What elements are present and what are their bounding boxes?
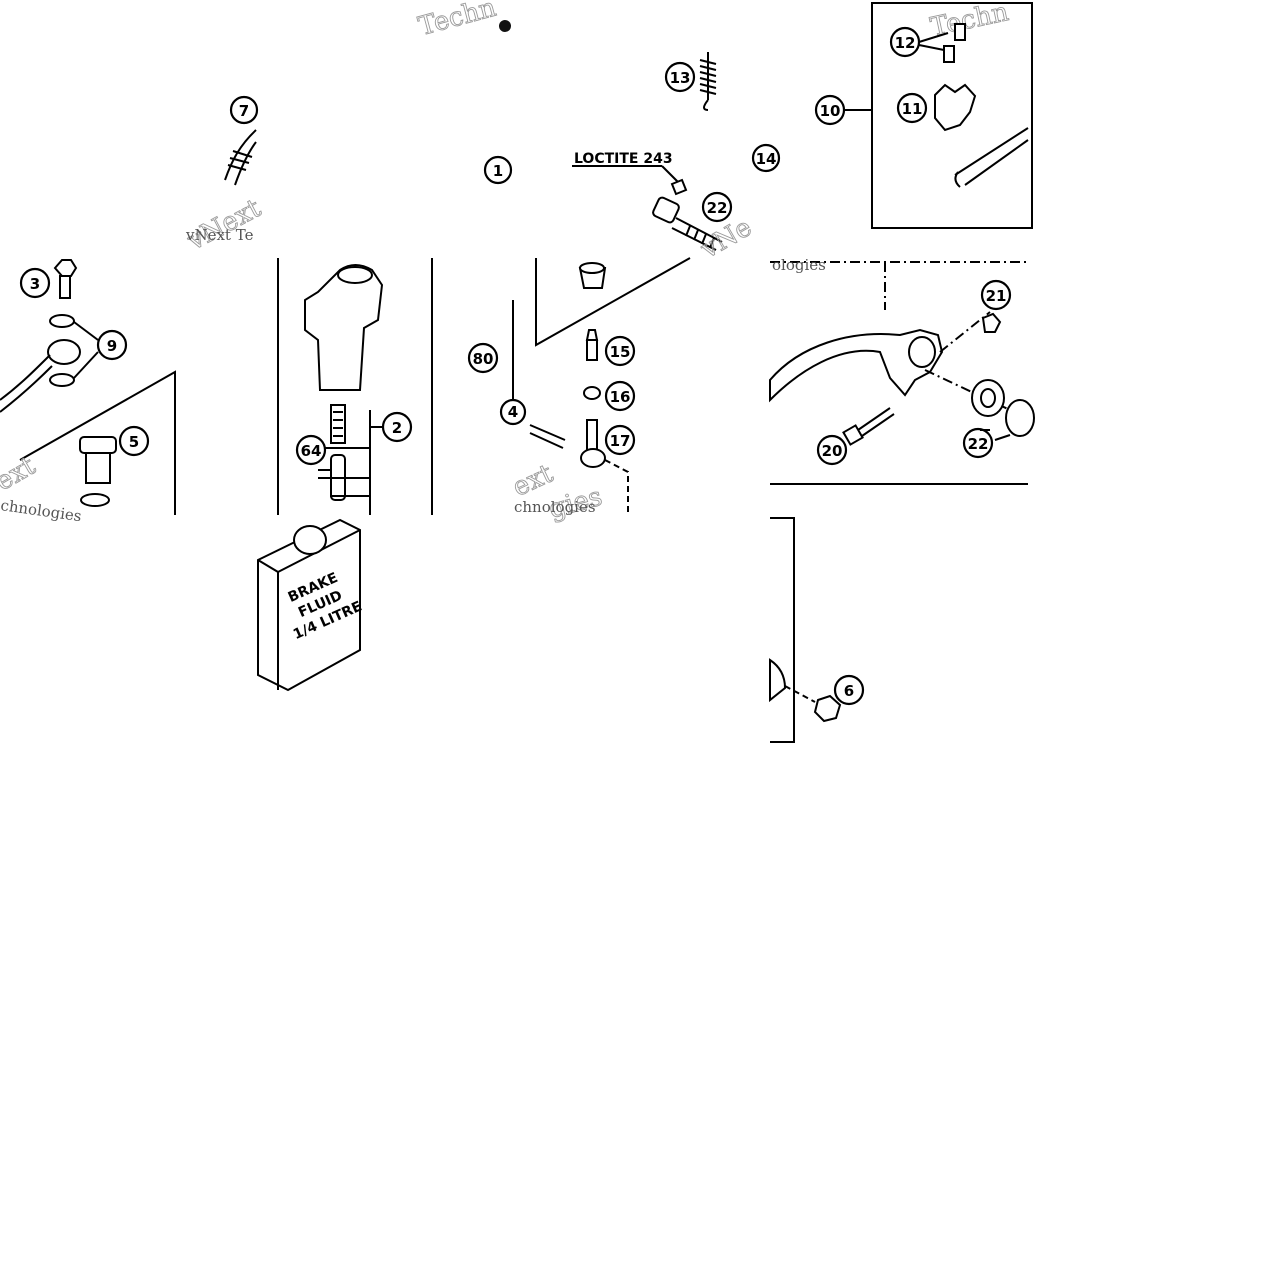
- svg-text:7: 7: [239, 102, 249, 120]
- svg-text:Techn: Techn: [928, 0, 1012, 43]
- svg-text:6: 6: [844, 682, 854, 700]
- callout-11: 11: [896, 92, 928, 124]
- svg-text:17: 17: [610, 432, 631, 450]
- bleeder-tile: 80 15 16 17 4 ext gies chnologies: [467, 257, 691, 525]
- callout-80: 80: [467, 342, 499, 374]
- loctite-label: LOCTITE 243: [574, 151, 673, 167]
- callout-14: 14: [751, 143, 781, 173]
- svg-text:1: 1: [493, 162, 503, 180]
- pivot-bolt-19: [842, 407, 895, 446]
- svg-text:Techn: Techn: [415, 0, 499, 42]
- svg-text:21: 21: [986, 287, 1007, 305]
- lock-nut-22: [813, 694, 842, 723]
- footpeg-cleat: [934, 83, 977, 132]
- bearing-21: [971, 379, 1035, 437]
- brake-pedal-tile: ologies 21 22 20: [769, 256, 1035, 485]
- callout-4: 4: [499, 398, 527, 426]
- svg-text:13: 13: [670, 69, 691, 87]
- spring-part: [699, 52, 717, 100]
- callout-2: 2: [381, 411, 413, 443]
- reservoir-plug: [79, 436, 117, 507]
- banjo-bolt: [53, 259, 78, 277]
- callout-1: 1: [483, 155, 513, 185]
- svg-text:22: 22: [707, 199, 728, 217]
- spring-bolt-tile: 13 LOCTITE 243 22 14 vNe: [572, 52, 781, 266]
- callout-15: 15: [604, 335, 636, 367]
- svg-text:4: 4: [508, 403, 518, 421]
- svg-text:5: 5: [129, 433, 139, 451]
- callout-20: 21: [980, 279, 1012, 311]
- callout-7: 7: [229, 95, 259, 125]
- svg-text:20: 20: [822, 442, 843, 460]
- callout-21: 22: [962, 427, 994, 459]
- svg-text:vNext Te: vNext Te: [185, 226, 254, 244]
- footrest-tile: Techn 12 10 11: [814, 0, 1033, 229]
- svg-text:chnologies: chnologies: [514, 498, 596, 516]
- callout-19: 20: [816, 434, 848, 466]
- bolt-18: [652, 196, 723, 251]
- callout-17: 17: [604, 424, 636, 456]
- svg-text:3: 3: [30, 275, 40, 293]
- svg-text:10: 10: [820, 102, 841, 120]
- svg-text:14: 14: [756, 150, 777, 168]
- banjo-tile: 3 9 5 ext chnologies: [0, 259, 176, 525]
- callout-16: 16: [604, 380, 636, 412]
- callout-10: 10: [814, 94, 846, 126]
- svg-text:11: 11: [902, 100, 923, 118]
- callout-5: 3: [19, 267, 51, 299]
- svg-text:22: 22: [968, 435, 989, 453]
- callout-64: 64: [295, 434, 327, 466]
- top-center-tile: Techn 1: [415, 0, 513, 185]
- callout-18: 22: [701, 191, 733, 223]
- master-cylinder-body: [304, 264, 384, 391]
- svg-text:16: 16: [610, 388, 631, 406]
- svg-text:chnologies: chnologies: [0, 496, 83, 525]
- svg-text:80: 80: [473, 350, 494, 368]
- svg-text:64: 64: [301, 442, 322, 460]
- svg-text:ext: ext: [0, 451, 41, 498]
- svg-text:2: 2: [392, 419, 402, 437]
- svg-text:9: 9: [107, 337, 117, 355]
- callout-9: 9: [96, 329, 128, 361]
- callout-3: 5: [118, 425, 150, 457]
- callout-12: 12: [889, 26, 921, 58]
- callout-13: 13: [664, 61, 696, 93]
- svg-text:12: 12: [895, 34, 916, 52]
- master-cylinder-tile: 64 2: [277, 258, 433, 515]
- hose-end-tile: vNext vNext Te: [182, 129, 267, 257]
- callout-22: 6: [833, 674, 865, 706]
- pivot-nut-tile: 6: [769, 517, 865, 743]
- svg-text:ologies: ologies: [772, 256, 826, 274]
- svg-text:15: 15: [610, 343, 631, 361]
- brake-fluid-tile: BRAKE FLUID 1/4 LITRE: [257, 518, 365, 692]
- svg-text:vNe: vNe: [695, 212, 757, 265]
